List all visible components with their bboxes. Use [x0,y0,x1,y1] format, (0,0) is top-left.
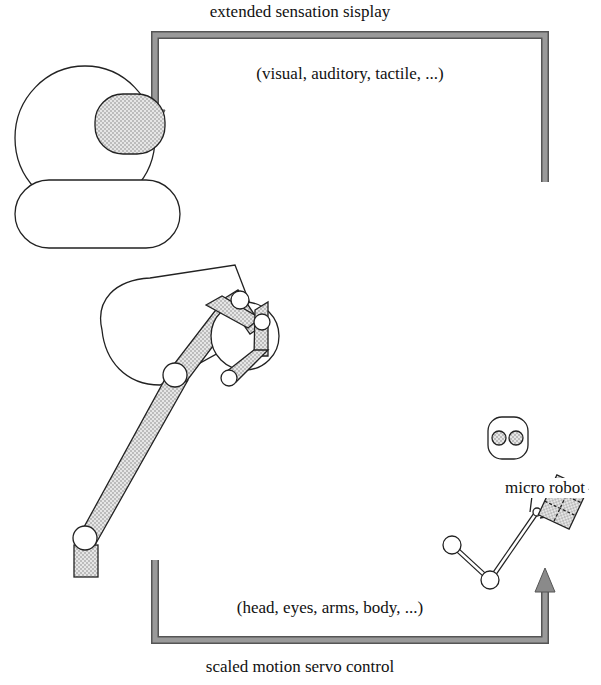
micro-robot-figure [443,417,588,589]
title-label: extended sensation sisplay [207,2,393,22]
control-arrow [155,560,555,640]
motion-list: (head, eyes, arms, body, ...) [234,598,426,618]
sensation-list: (visual, auditory, tactile, ...) [253,64,446,84]
robot-label: micro robot [502,478,588,498]
control-label: scaled motion servo control [203,657,397,677]
feedback-arrow [145,35,545,182]
operator-figure [15,66,279,577]
